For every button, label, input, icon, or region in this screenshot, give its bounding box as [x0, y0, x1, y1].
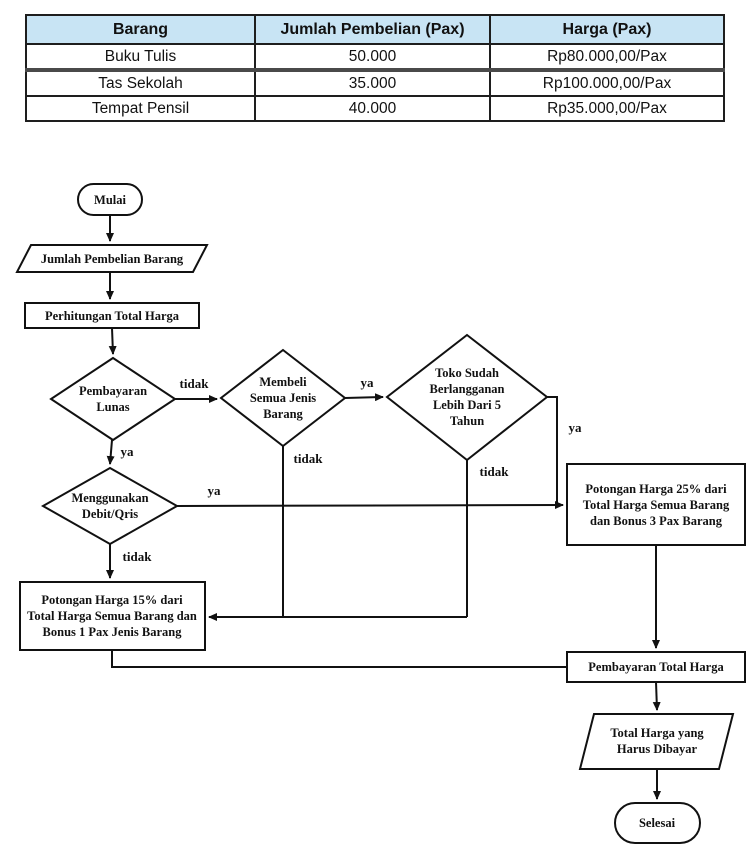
- table-header-harga: Harga (Pax): [489, 14, 725, 45]
- table-cell-item: Tempat Pensil: [25, 95, 256, 122]
- connector-loyal-yes-down: [547, 396, 558, 505]
- process-calc-total: [24, 302, 200, 329]
- io-output-total: [578, 713, 735, 770]
- decision-paid-full: [49, 356, 177, 442]
- table-header-barang: Barang: [25, 14, 256, 45]
- table-cell-item: Tas Sekolah: [25, 69, 256, 97]
- terminator-end: [614, 802, 701, 844]
- table-cell-qty: 40.000: [254, 95, 491, 122]
- table-row: Tempat Pensil 40.000 Rp35.000,00/Pax: [25, 95, 725, 122]
- decision-debit-qris: [40, 466, 180, 546]
- connector-paytotal-to-output: [652, 681, 661, 711]
- process-pay-total: [566, 651, 746, 683]
- table-cell-item: Buku Tulis: [25, 43, 256, 72]
- decision-loyal-customer: [385, 333, 549, 462]
- table-row: Tas Sekolah 35.000 Rp100.000,00/Pax: [25, 69, 725, 97]
- connector-discount15-to-paytotal: [111, 650, 567, 668]
- table-header-jumlah: Jumlah Pembelian (Pax): [254, 14, 491, 45]
- io-input-purchase: [15, 244, 209, 273]
- table-cell-price: Rp35.000,00/Pax: [489, 95, 725, 122]
- connector-debitqris-yes-to-discount25: [176, 501, 564, 510]
- table-cell-price: Rp100.000,00/Pax: [489, 69, 725, 97]
- table-cell-qty: 50.000: [254, 43, 491, 72]
- decision-all-items: [219, 348, 347, 448]
- connector-allitems-yes-to-loyal: [344, 393, 384, 402]
- connector-calc-to-paidfull: [108, 327, 117, 355]
- connector-paidfull-yes-to-debitqris: [106, 439, 115, 465]
- process-discount-15: [19, 581, 206, 651]
- price-table: Barang Jumlah Pembelian (Pax) Harga (Pax…: [25, 14, 725, 122]
- table-cell-price: Rp80.000,00/Pax: [489, 43, 725, 72]
- table-cell-qty: 35.000: [254, 69, 491, 97]
- table-row: Buku Tulis 50.000 Rp80.000,00/Pax: [25, 43, 725, 72]
- terminator-start: [77, 183, 143, 216]
- table-header-row: Barang Jumlah Pembelian (Pax) Harga (Pax…: [25, 14, 725, 45]
- process-discount-25: [566, 463, 746, 546]
